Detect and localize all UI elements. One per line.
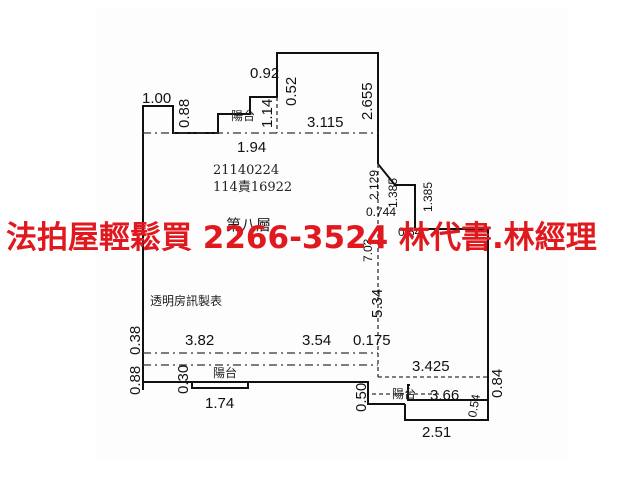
dim-top-balcony-width: 3.115 [307,114,343,131]
dashed-guides [276,97,488,395]
floor-label: 第八層 [226,216,271,234]
record-number: 21140224 [213,163,279,178]
contact-banner: 法拍屋輕鬆買 2266-3524 林代書.林經理 [6,220,597,256]
dim-bottom-right-edge: 0.84 [489,369,506,398]
maker-label: 透明房訊製表 [150,293,222,308]
dim-bottom-small: 0.175 [353,332,391,349]
dim-right-notch: 0.744 [366,205,396,219]
dim-top-left-depth: 0.88 [176,99,193,128]
dim-bottom-left-balcony-width: 1.74 [205,395,234,412]
dimension-labels: 1.00 0.88 0.92 1.14 0.52 2.655 3.115 1.9… [127,65,506,441]
balcony-label-bottom-left: 陽台 [213,365,237,380]
dim-top-right-height: 2.655 [359,82,376,120]
dim-right-upper-c: 1.385 [421,182,435,212]
outer-walls [142,52,489,421]
dim-bottom-right-width: 3.425 [412,358,450,375]
balcony-label-bottom-right: 陽台 [392,386,416,401]
dim-bottom-right-balcony: 3.66 [430,387,459,404]
dim-bottom-step: 0.50 [353,383,370,412]
dim-bottom-left-a: 3.82 [185,332,214,349]
dim-right-notch-b: 0.54 [398,225,422,239]
dim-bottom-right-depth: 0.54 [465,393,483,419]
dim-bottom-left-depth: 0.30 [175,365,192,394]
dim-right-mid: 7.03 [361,238,375,262]
dim-right-upper-a: 2.129 [367,170,381,200]
dim-right-upper-b: 1.385 [386,178,400,208]
dim-left-b: 0.88 [127,366,144,395]
dim-top-left-width: 1.00 [142,90,171,107]
dim-top-step-height: 1.14 [259,99,276,128]
balcony-label-top: 陽台 [231,108,255,123]
dim-right-long: 5.34 [369,289,386,318]
dim-bottom-mid: 3.54 [302,332,331,349]
dim-top-left-span: 1.94 [237,139,266,156]
dim-left-a: 0.38 [127,326,144,355]
balcony-lines [143,132,378,366]
dim-bottom-right-bottom: 2.51 [422,424,451,441]
dim-top-step-width: 0.92 [250,65,279,82]
dim-top-step-depth: 0.52 [283,77,300,106]
record-code: 114責16922 [213,180,292,195]
room-labels: 陽台 陽台 陽台 21140224 114責16922 第八層 透明房訊製表 [150,108,416,401]
